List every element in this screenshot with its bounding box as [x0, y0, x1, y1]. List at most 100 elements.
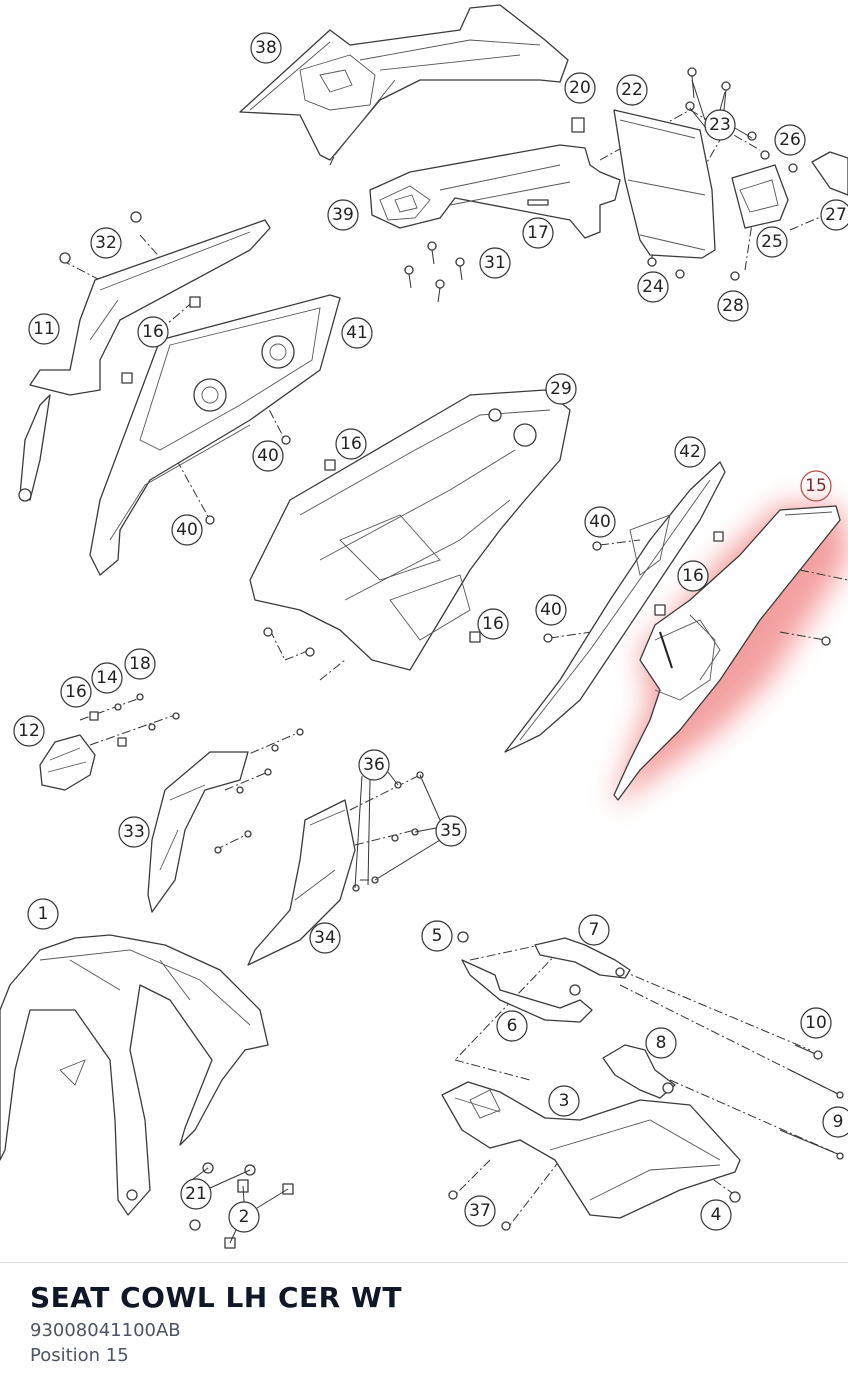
callout-22[interactable]: 22 [616, 74, 648, 106]
svg-text:1: 1 [38, 904, 49, 924]
callout-32[interactable]: 32 [90, 227, 122, 259]
callout-31[interactable]: 31 [479, 247, 511, 279]
callout-37[interactable]: 37 [464, 1195, 496, 1227]
callout-40[interactable]: 40 [252, 440, 284, 472]
callout-40[interactable]: 40 [535, 594, 567, 626]
callout-33[interactable]: 33 [118, 816, 150, 848]
callout-14[interactable]: 14 [91, 662, 123, 694]
callout-9[interactable]: 9 [822, 1106, 848, 1138]
callout-38[interactable]: 38 [250, 32, 282, 64]
part-7-bracket [534, 937, 631, 979]
svg-text:39: 39 [332, 205, 354, 225]
callout-17[interactable]: 17 [522, 217, 554, 249]
callout-16[interactable]: 16 [677, 560, 709, 592]
part-3-belly-pan [441, 1081, 741, 1231]
svg-text:7: 7 [589, 920, 600, 940]
callout-42[interactable]: 42 [674, 436, 706, 468]
callout-23[interactable]: 23 [704, 109, 736, 141]
callout-16[interactable]: 16 [60, 676, 92, 708]
callout-20[interactable]: 20 [564, 72, 596, 104]
part-info-panel: SEAT COWL LH CER WT 93008041100AB Positi… [0, 1262, 848, 1391]
part-6-bracket [457, 931, 593, 1023]
callout-24[interactable]: 24 [637, 271, 669, 303]
part-11-side-cover [18, 219, 271, 502]
svg-text:9: 9 [833, 1112, 844, 1132]
part-15-seat-cowl-lh [613, 505, 841, 801]
svg-text:4: 4 [711, 1205, 722, 1225]
callout-40[interactable]: 40 [171, 514, 203, 546]
svg-text:40: 40 [540, 600, 562, 620]
callout-4[interactable]: 4 [700, 1199, 732, 1231]
clips-16-left [121, 296, 291, 525]
svg-text:37: 37 [469, 1201, 491, 1221]
callout-28[interactable]: 28 [717, 290, 749, 322]
part-27-bracket [811, 151, 848, 196]
callout-10[interactable]: 10 [800, 1007, 832, 1039]
callout-39[interactable]: 39 [327, 199, 359, 231]
svg-text:16: 16 [142, 322, 164, 342]
callout-26[interactable]: 26 [774, 124, 806, 156]
svg-text:18: 18 [129, 654, 151, 674]
exploded-parts-diagram: 38 20 22 23 26 27 39 17 25 32 31 24 28 1… [0, 4, 848, 1249]
callout-40[interactable]: 40 [584, 506, 616, 538]
callout-18[interactable]: 18 [124, 648, 156, 680]
svg-text:23: 23 [709, 115, 731, 135]
svg-text:16: 16 [482, 614, 504, 634]
callout-6[interactable]: 6 [496, 1010, 528, 1042]
callout-2[interactable]: 2 [228, 1201, 260, 1233]
callouts: 38 20 22 23 26 27 39 17 25 32 31 24 28 1… [13, 32, 848, 1233]
svg-text:3: 3 [559, 1091, 570, 1111]
svg-text:24: 24 [642, 277, 664, 297]
part-position: Position 15 [30, 1345, 129, 1366]
callout-25[interactable]: 25 [756, 226, 788, 258]
part-25-bracket [731, 164, 789, 229]
callout-41[interactable]: 41 [341, 317, 373, 349]
svg-text:29: 29 [550, 379, 572, 399]
svg-text:36: 36 [363, 755, 385, 775]
svg-text:10: 10 [805, 1013, 827, 1033]
svg-text:35: 35 [440, 821, 462, 841]
part-33-side-panel [147, 728, 304, 913]
svg-text:33: 33 [123, 822, 145, 842]
svg-text:22: 22 [621, 80, 643, 100]
callout-3[interactable]: 3 [548, 1085, 580, 1117]
svg-text:40: 40 [589, 512, 611, 532]
svg-text:16: 16 [340, 434, 362, 454]
callout-15[interactable]: 15 [800, 470, 832, 502]
part-41-tail-panel [89, 294, 341, 576]
callout-27[interactable]: 27 [820, 199, 848, 231]
callout-35[interactable]: 35 [435, 815, 467, 847]
svg-text:16: 16 [682, 566, 704, 586]
svg-text:20: 20 [569, 78, 591, 98]
svg-text:38: 38 [255, 38, 277, 58]
svg-text:25: 25 [761, 232, 783, 252]
part-29-seat-tray [249, 389, 571, 671]
callout-12[interactable]: 12 [13, 715, 45, 747]
svg-text:31: 31 [484, 253, 506, 273]
part-39-bracket [369, 117, 621, 239]
callout-16[interactable]: 16 [335, 428, 367, 460]
callout-7[interactable]: 7 [578, 914, 610, 946]
svg-text:40: 40 [176, 520, 198, 540]
callout-29[interactable]: 29 [545, 373, 577, 405]
svg-text:21: 21 [185, 1184, 207, 1204]
callout-1[interactable]: 1 [27, 898, 59, 930]
callout-16[interactable]: 16 [137, 316, 169, 348]
svg-text:42: 42 [679, 442, 701, 462]
callout-11[interactable]: 11 [28, 313, 60, 345]
callout-34[interactable]: 34 [309, 922, 341, 954]
part-12-tail-light [39, 693, 180, 791]
svg-text:40: 40 [257, 446, 279, 466]
callout-36[interactable]: 36 [358, 749, 390, 781]
svg-text:5: 5 [432, 926, 443, 946]
svg-text:8: 8 [656, 1033, 667, 1053]
svg-text:2: 2 [239, 1207, 250, 1227]
callout-5[interactable]: 5 [421, 920, 453, 952]
svg-text:14: 14 [96, 668, 118, 688]
part-42-seat-cowl-rh [504, 461, 726, 753]
callout-8[interactable]: 8 [645, 1027, 677, 1059]
callout-21[interactable]: 21 [180, 1178, 212, 1210]
part-title: SEAT COWL LH CER WT [30, 1281, 402, 1314]
callout-16[interactable]: 16 [477, 608, 509, 640]
svg-text:6: 6 [507, 1016, 518, 1036]
